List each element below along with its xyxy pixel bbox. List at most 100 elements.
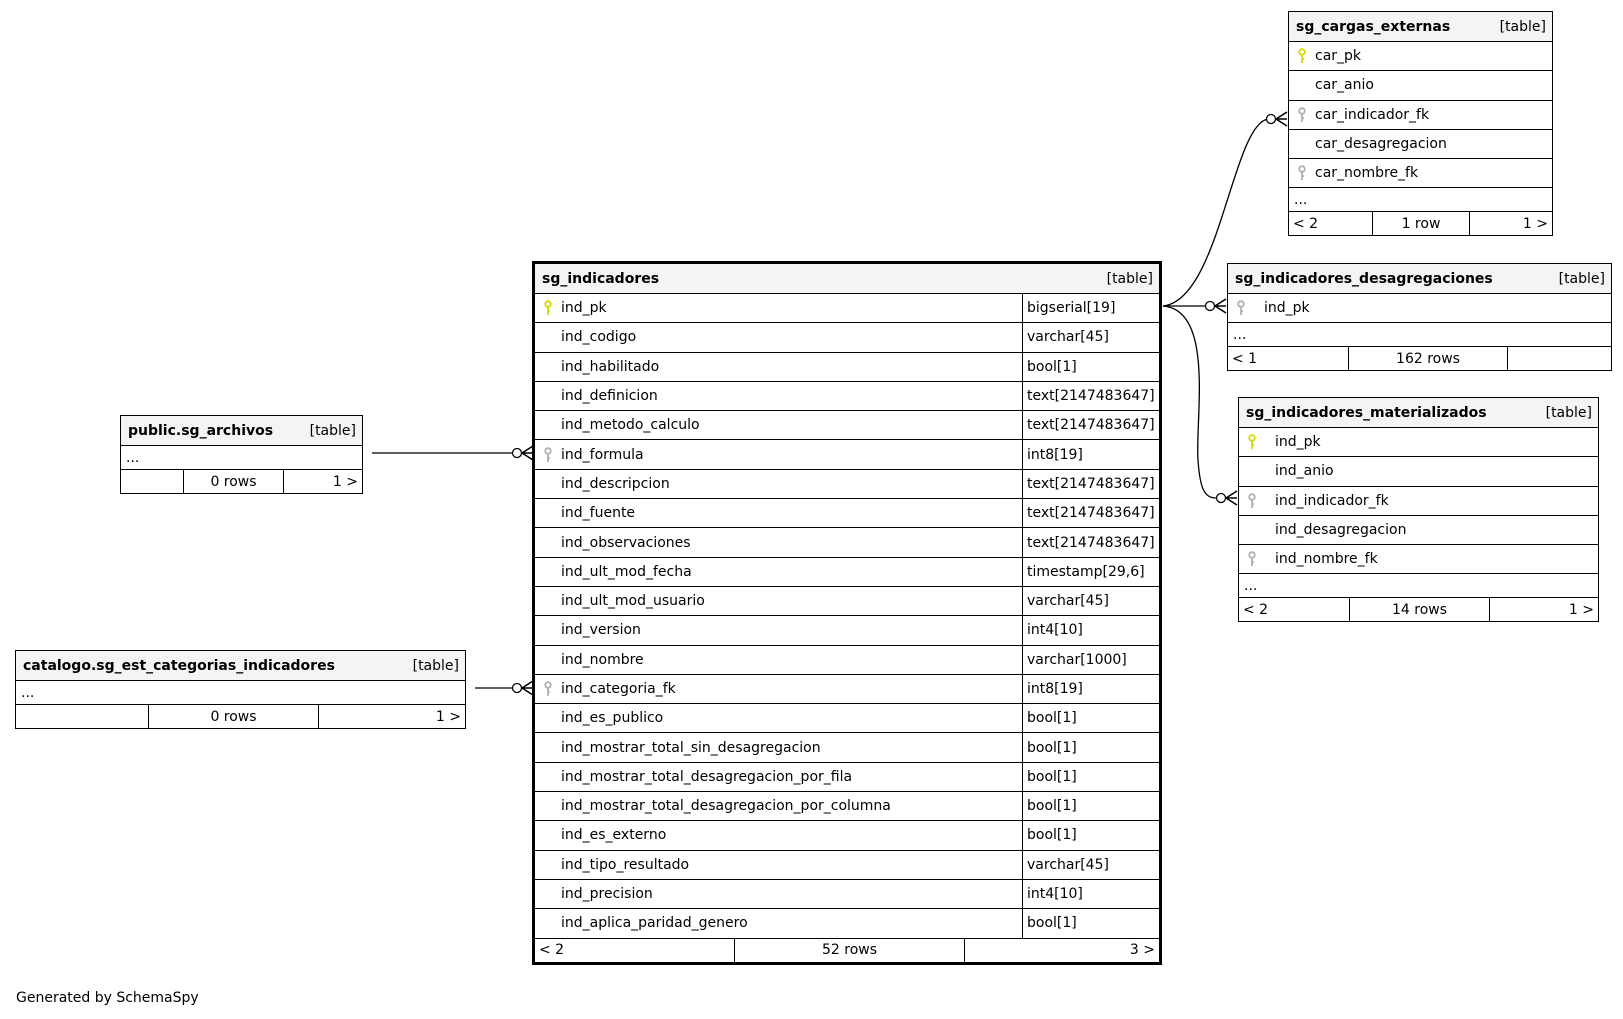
key-slot (1289, 107, 1315, 123)
generated-by-caption: Generated by SchemaSpy (16, 990, 199, 1006)
table-name[interactable]: sg_indicadores_desagregaciones (1235, 270, 1493, 287)
column-list: ind_pk (1228, 294, 1611, 324)
column-name: ind_metodo_calculo (561, 417, 700, 434)
key-slot (535, 300, 561, 316)
column-row[interactable]: car_anio (1289, 71, 1552, 101)
primary-key-icon (1298, 48, 1306, 64)
column-name: car_anio (1315, 77, 1374, 94)
table-sg-indicadores-desagregaciones[interactable]: sg_indicadores_desagregaciones [table] i… (1227, 263, 1612, 372)
table-name[interactable]: catalogo.sg_est_categorias_indicadores (23, 657, 335, 674)
table-sg-indicadores-materializados[interactable]: sg_indicadores_materializados [table] in… (1238, 397, 1599, 623)
edge-indicadores-materializados[interactable] (1162, 305, 1217, 499)
table-name[interactable]: sg_indicadores_materializados (1246, 404, 1487, 421)
primary-key-icon (1248, 434, 1256, 450)
row-count: 14 rows (1350, 598, 1490, 622)
table-catalogo-sg-est-categorias-indicadores[interactable]: catalogo.sg_est_categorias_indicadores [… (15, 650, 466, 729)
children-link[interactable]: 1 > (332, 473, 358, 490)
column-name: ind_descripcion (561, 475, 670, 492)
children-link[interactable]: 1 > (1568, 601, 1594, 618)
table-header[interactable]: sg_indicadores_materializados [table] (1239, 398, 1598, 428)
table-header[interactable]: sg_indicadores [table] (535, 264, 1159, 294)
parents-link[interactable]: < 2 (1239, 598, 1350, 622)
table-kind: [table] (1499, 18, 1546, 35)
table-header[interactable]: public.sg_archivos [table] (121, 416, 362, 446)
column-row[interactable]: ind_nombre_fk (1239, 545, 1598, 575)
parents-link[interactable]: < 2 (535, 938, 735, 962)
column-name: ind_ult_mod_fecha (561, 563, 692, 580)
parents-link[interactable]: < 1 (1228, 347, 1349, 371)
column-row[interactable]: ind_anio (1239, 457, 1598, 487)
children-link[interactable]: 1 > (435, 708, 461, 725)
crowfoot-marker (1275, 111, 1288, 127)
column-type: text[2147483647] (1022, 411, 1159, 440)
table-name[interactable]: sg_indicadores (542, 270, 660, 287)
parents-link[interactable]: < 2 (1289, 212, 1373, 236)
row-count: 162 rows (1349, 347, 1508, 371)
column-name: ind_nombre_fk (1275, 551, 1378, 568)
table-header[interactable]: sg_cargas_externas [table] (1289, 12, 1552, 42)
column-row[interactable]: ind_descripcion text[2147483647] (535, 469, 1159, 500)
parents-link[interactable] (121, 470, 184, 493)
column-name: ind_habilitado (561, 358, 660, 375)
column-row[interactable]: ind_desagregacion (1239, 516, 1598, 546)
column-row[interactable]: ind_mostrar_total_desagregacion_por_fila… (535, 762, 1159, 793)
column-row[interactable]: ind_mostrar_total_desagregacion_por_colu… (535, 792, 1159, 822)
column-row[interactable]: ind_indicador_fk (1239, 487, 1598, 516)
column-name: ind_ult_mod_usuario (561, 593, 705, 610)
column-type: text[2147483647] (1022, 381, 1159, 411)
key-slot (1289, 165, 1315, 181)
column-type: text[2147483647] (1022, 469, 1159, 499)
children-link[interactable]: 1 > (1522, 215, 1548, 232)
key-slot (1289, 48, 1315, 64)
primary-key-icon (544, 300, 552, 316)
column-row[interactable]: car_nombre_fk (1289, 159, 1552, 189)
table-kind: [table] (412, 657, 459, 674)
table-header[interactable]: catalogo.sg_est_categorias_indicadores [… (16, 651, 465, 681)
column-name: ind_indicador_fk (1275, 492, 1389, 509)
column-type: bool[1] (1022, 733, 1159, 762)
children-link[interactable] (1508, 347, 1611, 370)
table-header[interactable]: sg_indicadores_desagregaciones [table] (1228, 264, 1611, 294)
table-public-sg-archivos[interactable]: public.sg_archivos [table] ... 0 rows 1 … (120, 415, 363, 494)
column-type: text[2147483647] (1022, 499, 1159, 528)
column-row[interactable]: ind_metodo_calculo text[2147483647] (535, 411, 1159, 441)
parents-link[interactable] (16, 705, 149, 728)
table-sg-cargas-externas[interactable]: sg_cargas_externas [table] car_pk car_ani… (1288, 11, 1553, 237)
column-name: ind_formula (561, 446, 644, 463)
column-name: ind_precision (561, 886, 653, 903)
column-row[interactable]: ind_pk (1239, 428, 1598, 458)
table-name[interactable]: sg_cargas_externas (1296, 18, 1451, 35)
more-columns-ellipsis: ... (16, 681, 465, 705)
crowfoot-marker (1225, 490, 1238, 506)
column-row[interactable]: ind_pk (1228, 294, 1611, 324)
column-row[interactable]: car_indicador_fk (1289, 101, 1552, 130)
column-type: varchar[45] (1022, 323, 1159, 352)
table-name[interactable]: public.sg_archivos (128, 422, 274, 439)
column-type: int8[19] (1022, 674, 1159, 704)
column-name: ind_pk (1264, 300, 1310, 317)
children-link[interactable]: 3 > (1129, 942, 1155, 959)
column-type: bool[1] (1022, 792, 1159, 821)
column-row[interactable]: car_pk (1289, 42, 1552, 72)
column-type: bool[1] (1022, 762, 1159, 792)
column-row[interactable]: car_desagregacion (1289, 130, 1552, 160)
